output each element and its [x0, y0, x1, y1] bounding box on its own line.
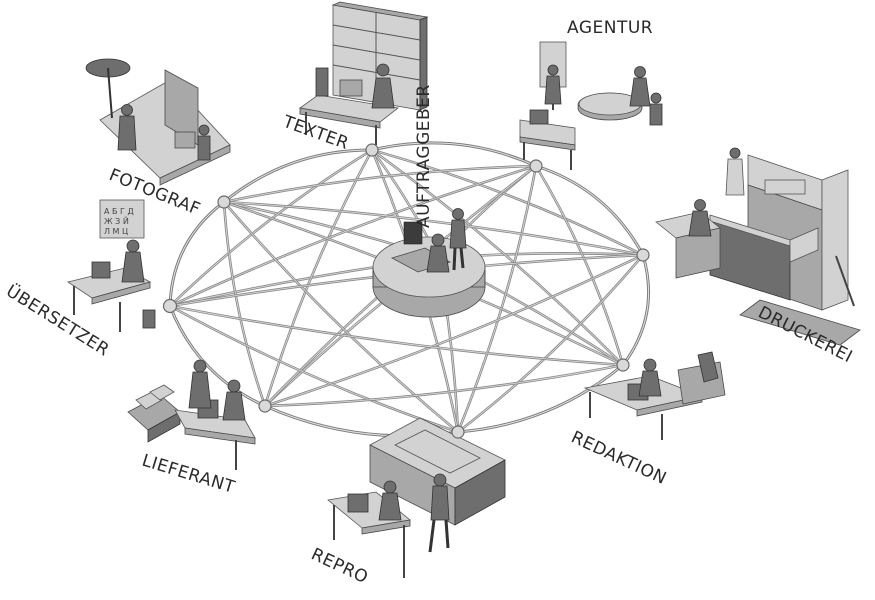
connection-highlight-agentur-fotograf: [223, 165, 537, 203]
node-druckerei: [636, 248, 650, 262]
nodes-layer: [162, 143, 650, 439]
svg-text:Ж З Й: Ж З Й: [104, 215, 129, 226]
connection-highlight-texter-druckerei: [371, 149, 644, 256]
connection-highlight-fotograf-uebersetzer: [169, 201, 225, 307]
connection-highlight-druckerei-repro: [457, 254, 644, 433]
scene-lieferant: [127, 359, 256, 470]
connection-highlight-agentur-repro: [457, 165, 537, 433]
connection-druckerei-redaktion: [621, 254, 650, 366]
node-lieferant: [258, 399, 272, 413]
connection-highlight-texter-redaktion: [371, 149, 624, 366]
connection-highlight-texter-lieferant: [264, 149, 373, 407]
node-repro: [451, 425, 465, 439]
connection-highlight-agentur-druckerei: [535, 165, 644, 256]
scene-repro: [327, 417, 506, 578]
node-uebersetzer: [162, 298, 178, 314]
connection-fotograf-lieferant: [222, 201, 267, 407]
label-repro: REPRO: [308, 544, 371, 588]
svg-text:Л М Ц: Л М Ц: [104, 227, 128, 236]
connection-highlight-texter-agentur: [371, 142, 537, 167]
connection-redaktion-repro: [457, 363, 624, 434]
connection-highlight-redaktion-lieferant: [264, 364, 624, 407]
scene-fotograf: [85, 58, 231, 186]
connection-agentur-redaktion: [534, 165, 625, 366]
label-lieferant: LIEFERANT: [140, 451, 238, 498]
connection-agentur-druckerei: [535, 164, 645, 256]
connection-highlight-fotograf-lieferant: [223, 201, 266, 407]
node-redaktion: [616, 358, 630, 372]
connection-highlight-uebersetzer-lieferant: [169, 305, 266, 407]
connection-highlight-fotograf-druckerei: [223, 201, 644, 256]
connection-highlight-druckerei-redaktion: [622, 254, 649, 366]
scene-texter: [298, 1, 429, 145]
node-agentur: [529, 159, 543, 173]
svg-text:A Б Г Д: A Б Г Д: [104, 207, 134, 216]
scene-agentur: [519, 41, 663, 170]
connection-uebersetzer-redaktion: [169, 304, 624, 367]
connection-highlight-texter-uebersetzer: [169, 149, 373, 307]
connection-highlight-druckerei-lieferant: [264, 254, 644, 407]
connection-texter-agentur: [371, 141, 537, 168]
connection-highlight-fotograf-repro: [223, 201, 459, 433]
connection-highlight-uebersetzer-redaktion: [169, 305, 624, 366]
connection-highlight-agentur-uebersetzer: [169, 165, 537, 307]
label-agentur: AGENTUR: [567, 18, 653, 38]
node-texter: [365, 143, 379, 157]
scene-druckerei: [655, 147, 861, 346]
scene-uebersetzer: A Б Г Д Ж З Й Л М Ц: [67, 199, 156, 332]
connection-highlight-agentur-redaktion: [535, 165, 624, 366]
scene-auftraggeber: [372, 208, 486, 318]
connection-highlight-texter-fotograf: [223, 149, 373, 203]
scene-redaktion: [583, 351, 726, 440]
label-auftraggeber: AUFTRAGGEBER: [414, 84, 434, 228]
label-redaktion: REDAKTION: [568, 427, 670, 489]
connection-fotograf-uebersetzer: [168, 200, 225, 307]
connection-highlight-redaktion-repro: [457, 364, 624, 433]
node-fotograf: [217, 195, 231, 209]
